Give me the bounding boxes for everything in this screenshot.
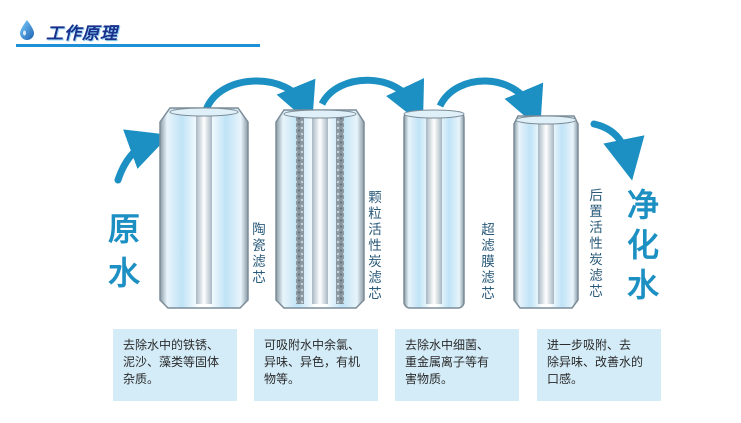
inlet-flow-arrow <box>114 129 170 184</box>
granular-carbon-filter-description: 可吸附水中余氯、异味、异色，有机物等。 <box>254 329 378 401</box>
uf-membrane-filter-description: 去除水中细菌、重金属离子等有害物质。 <box>395 329 519 401</box>
flow-arrow-3 <box>436 77 544 130</box>
water-drop-icon <box>20 20 34 40</box>
post-carbon-filter-name: 后置活性炭滤芯 <box>589 188 603 300</box>
header-underline <box>16 44 260 47</box>
page-title: 工作原理 <box>46 24 118 44</box>
outlet-label-char: 水 <box>626 266 659 304</box>
outlet-label-char: 净 <box>626 186 659 224</box>
post-carbon-filter-cartridge <box>513 115 579 309</box>
ceramic-filter-name: 陶瓷滤芯 <box>252 222 266 286</box>
uf-membrane-filter-name: 超滤膜滤芯 <box>481 222 495 302</box>
granular-carbon-filter-name: 颗粒活性炭滤芯 <box>368 190 382 302</box>
inlet-label-char: 水 <box>107 254 140 292</box>
granular-carbon-filter-cartridge <box>275 109 365 309</box>
post-carbon-filter-description: 进一步吸附、去除异味、改善水的口感。 <box>537 329 661 401</box>
header: 工作原理 <box>0 0 741 50</box>
uf-membrane-filter-cartridge <box>403 109 465 309</box>
ceramic-filter-cartridge <box>159 107 249 309</box>
inlet-label-char: 原 <box>107 210 140 248</box>
flow-arrow-1 <box>202 77 316 126</box>
ceramic-filter-description: 去除水中的铁锈、泥沙、藻类等固体杂质。 <box>113 329 237 401</box>
outlet-label-char: 化 <box>626 226 659 264</box>
outlet-flow-arrow <box>590 120 645 181</box>
flow-arrow-2 <box>318 76 425 125</box>
